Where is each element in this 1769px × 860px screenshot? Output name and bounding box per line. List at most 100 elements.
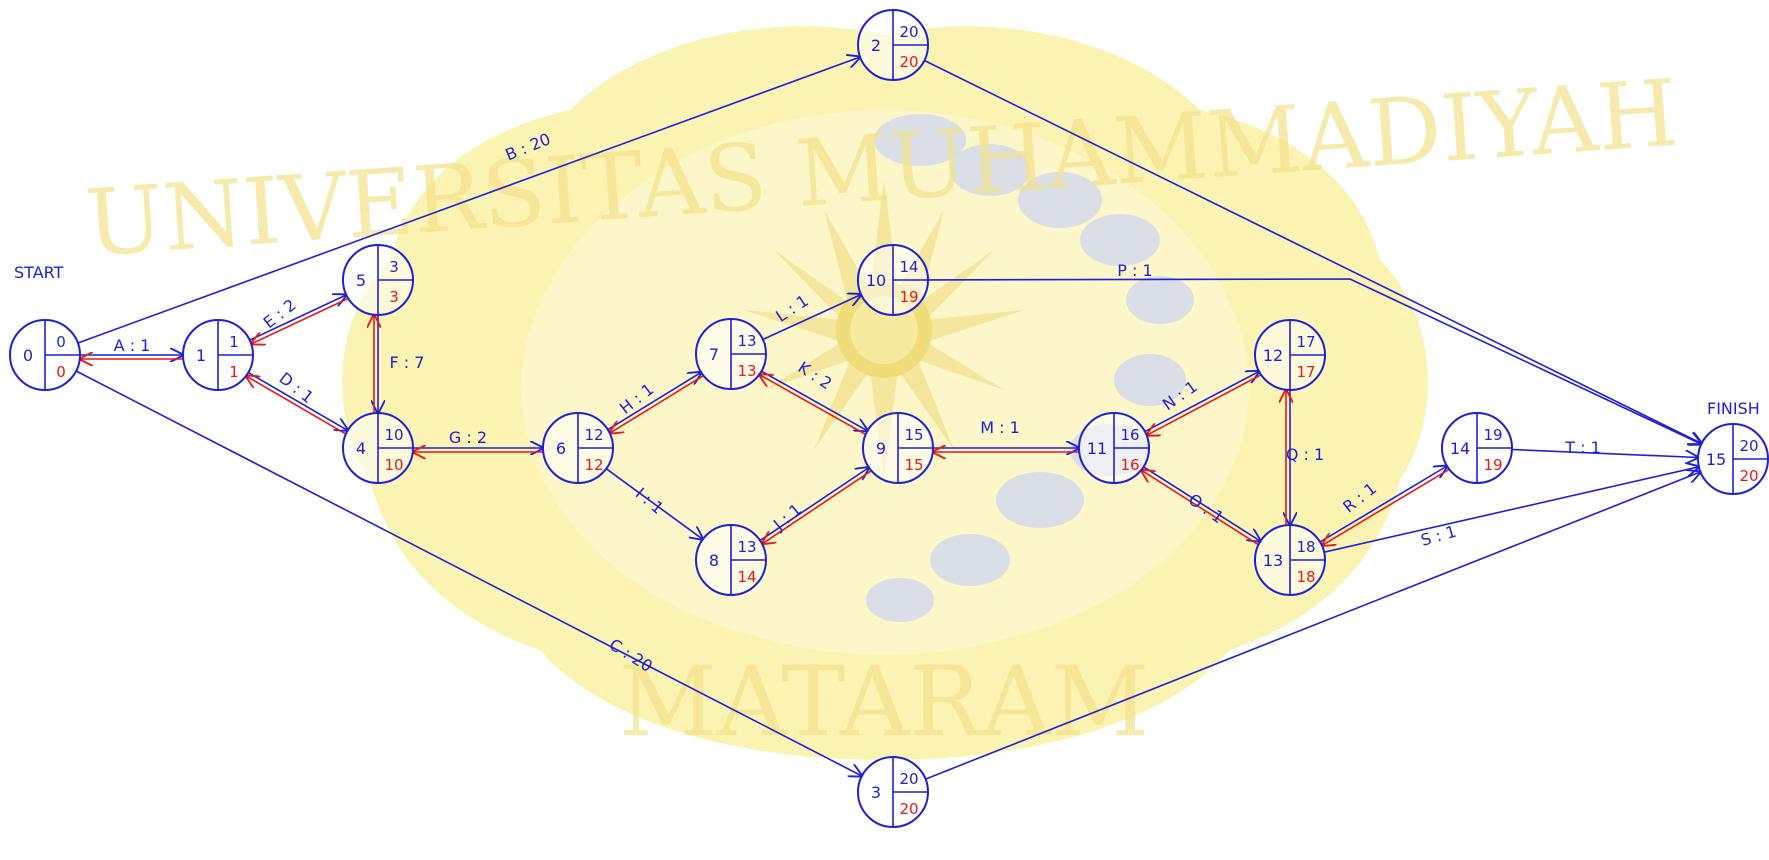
watermark-text-bottom: MATARAM: [619, 646, 1149, 758]
earliest-time: 1: [229, 333, 239, 351]
node-number: 5: [356, 271, 366, 290]
node-number: 12: [1263, 346, 1283, 365]
event-node-9: 9 15 15: [862, 412, 934, 484]
earliest-time: 17: [1296, 333, 1315, 351]
arrow-o-critical: [1141, 470, 1259, 546]
node-number: 1: [196, 346, 206, 365]
event-node-0: 0 0 0: [9, 319, 81, 391]
event-node-6: 6 12 12: [542, 412, 614, 484]
node-number: 15: [1706, 450, 1726, 469]
event-node-7: 7 13 13: [695, 318, 767, 390]
event-node-2: 2 20 20: [857, 9, 929, 81]
finish-label: FINISH: [1707, 399, 1760, 418]
activity-label: M : 1: [980, 418, 1020, 437]
earliest-time: 12: [584, 426, 603, 444]
arrow-o: [1143, 466, 1261, 541]
node-number: 11: [1087, 439, 1107, 458]
earliest-time: 18: [1296, 538, 1315, 556]
latest-time: 13: [737, 362, 756, 380]
node-number: 10: [866, 271, 886, 290]
latest-time: 1: [229, 363, 239, 381]
earliest-time: 13: [737, 538, 756, 556]
node-number: 9: [876, 439, 886, 458]
earliest-time: 0: [56, 333, 66, 351]
node-number: 8: [709, 551, 719, 570]
node-number: 13: [1263, 551, 1283, 570]
earliest-time: 16: [1120, 426, 1139, 444]
event-node-10: 10 14 19: [857, 244, 929, 316]
arrow-c: [75, 370, 862, 776]
arrow-2-15: [924, 59, 1701, 444]
event-node-11: 11 16 16: [1078, 412, 1150, 484]
earliest-time: 15: [904, 426, 923, 444]
activity-label: P : 1: [1117, 261, 1152, 280]
activity-arrows: [75, 57, 1702, 780]
event-node-15: 15 20 20: [1697, 423, 1769, 495]
earliest-time: 10: [384, 426, 403, 444]
latest-time: 12: [584, 456, 603, 474]
earliest-time: 20: [899, 770, 918, 788]
start-label: START: [14, 263, 64, 282]
arrow-r-critical: [1322, 468, 1450, 545]
activity-label: G : 2: [449, 428, 487, 447]
arrow-s: [1323, 467, 1699, 553]
node-number: 4: [356, 439, 366, 458]
arrow-d: [247, 371, 347, 431]
arrow-3-15: [925, 472, 1701, 780]
earliest-time: 19: [1483, 426, 1502, 444]
latest-time: 19: [1483, 456, 1502, 474]
node-number: 6: [556, 439, 566, 458]
arrow-k-critical: [760, 375, 866, 435]
arrow-i: [605, 468, 703, 540]
earliest-time: 14: [899, 258, 918, 276]
university-watermark: UNIVERSITAS MUHAMMADIYAH MATARAM: [82, 26, 1681, 760]
activity-label: S : 1: [1419, 522, 1459, 550]
arrow-p: [927, 278, 1701, 444]
activity-label: A : 1: [114, 336, 151, 355]
latest-time: 0: [56, 363, 66, 381]
arrow-n: [1144, 371, 1259, 433]
arrow-b: [77, 57, 860, 344]
event-node-14: 14 19 19: [1441, 412, 1513, 484]
node-number: 3: [871, 783, 881, 802]
earliest-time: 20: [1739, 437, 1758, 455]
node-number: 2: [871, 36, 881, 55]
earliest-time: 3: [389, 258, 399, 276]
latest-time: 19: [899, 288, 918, 306]
arrow-k: [761, 370, 868, 431]
arrow-n-critical: [1147, 374, 1262, 435]
activity-label: T : 1: [1564, 438, 1601, 457]
arrow-r: [1319, 466, 1447, 543]
event-node-4: 4 10 10: [342, 412, 414, 484]
event-node-12: 12 17 17: [1254, 319, 1326, 391]
arrow-h: [607, 372, 701, 431]
node-number: 14: [1450, 439, 1470, 458]
arrow-t: [1511, 448, 1698, 458]
node-number: 0: [23, 346, 33, 365]
arrow-j: [759, 468, 869, 542]
earliest-time: 13: [737, 332, 756, 350]
event-nodes: 0001112202032020410105336121271313813149…: [9, 9, 1769, 828]
activity-label: F : 7: [390, 353, 425, 372]
event-node-1: 1 1 1: [182, 319, 254, 391]
latest-time: 15: [904, 456, 923, 474]
arrow-e-critical: [251, 297, 349, 344]
latest-time: 10: [384, 456, 403, 474]
earliest-time: 20: [899, 23, 918, 41]
latest-time: 16: [1120, 456, 1139, 474]
latest-time: 20: [1739, 467, 1758, 485]
latest-time: 20: [899, 800, 918, 818]
event-node-5: 533: [342, 244, 414, 316]
arrow-h-critical: [610, 375, 704, 433]
latest-time: 20: [899, 53, 918, 71]
activity-label: Q : 1: [1286, 445, 1324, 464]
latest-time: 17: [1296, 363, 1315, 381]
node-number: 7: [709, 345, 719, 364]
arrow-l: [762, 295, 861, 341]
event-node-3: 3 20 20: [857, 756, 929, 828]
arrow-d-critical: [246, 376, 347, 435]
arrow-j-critical: [762, 470, 872, 544]
